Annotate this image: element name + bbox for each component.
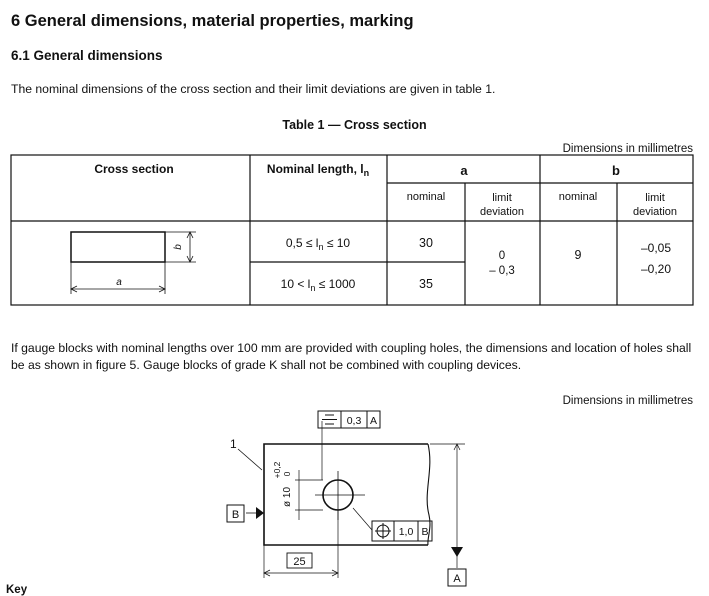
row2-nominal-length: 10 < ln ≤ 1000 <box>281 277 356 293</box>
subsection-title: 6.1 General dimensions <box>11 48 163 63</box>
sketch-label-a: a <box>116 277 122 288</box>
a-deviation-lower: – 0,3 <box>489 265 515 277</box>
header-b-deviation: deviation <box>633 206 677 218</box>
figure-units-note: Dimensions in millimetres <box>562 395 693 407</box>
b-nominal: 9 <box>575 248 582 262</box>
header-cross-section: Cross section <box>94 162 173 176</box>
a-deviation-upper: 0 <box>499 250 505 262</box>
cross-section-table: b a Cross section Nominal length, ln a b… <box>10 154 694 306</box>
position-tolerance-datum: B <box>421 526 428 538</box>
cross-section-sketch <box>70 231 196 294</box>
table-caption: Table 1 — Cross section <box>282 118 427 132</box>
symmetry-tolerance-value: 0,3 <box>347 415 362 427</box>
row1-nominal-length: 0,5 ≤ ln ≤ 10 <box>286 236 351 252</box>
symmetry-tolerance-datum: A <box>370 415 377 427</box>
b-deviation-lower: –0,20 <box>641 262 671 276</box>
key-label: Key <box>6 584 28 596</box>
dimension-tolerance-upper: +0,2 <box>272 461 282 478</box>
callout-1: 1 <box>230 437 237 451</box>
sketch-label-b: b <box>173 244 184 250</box>
header-a-deviation: deviation <box>480 206 524 218</box>
intro-paragraph: The nominal dimensions of the cross sect… <box>11 82 496 96</box>
table-units-note: Dimensions in millimetres <box>562 143 693 155</box>
datum-a-triangle-icon <box>451 547 463 557</box>
dimension-25: 25 <box>293 556 305 568</box>
header-a-limit: limit <box>492 192 512 204</box>
row1-a-nominal: 30 <box>419 236 433 250</box>
header-b-limit: limit <box>645 192 665 204</box>
header-b-nominal: nominal <box>559 191 598 203</box>
row2-a-nominal: 35 <box>419 277 433 291</box>
datum-b-label: B <box>232 509 239 521</box>
datum-a-label: A <box>453 573 461 585</box>
datum-b-triangle-icon <box>256 507 264 519</box>
position-tolerance-value: 1,0 <box>399 526 414 538</box>
coupling-holes-paragraph: If gauge blocks with nominal lengths ove… <box>11 341 692 372</box>
dimension-diameter: ø 10 <box>282 487 293 507</box>
section-title: 6 General dimensions, material propertie… <box>11 12 414 30</box>
header-nominal-length: Nominal length, ln <box>267 162 369 178</box>
header-a-nominal: nominal <box>407 191 446 203</box>
header-b: b <box>612 163 620 178</box>
b-deviation-upper: –0,05 <box>641 241 671 255</box>
dimension-tolerance-lower: 0 <box>282 471 292 476</box>
coupling-hole-drawing: 1 B A 0,3 A 1,0 B 25 ø 10 +0,2 0 <box>226 410 467 587</box>
header-a: a <box>460 163 468 178</box>
